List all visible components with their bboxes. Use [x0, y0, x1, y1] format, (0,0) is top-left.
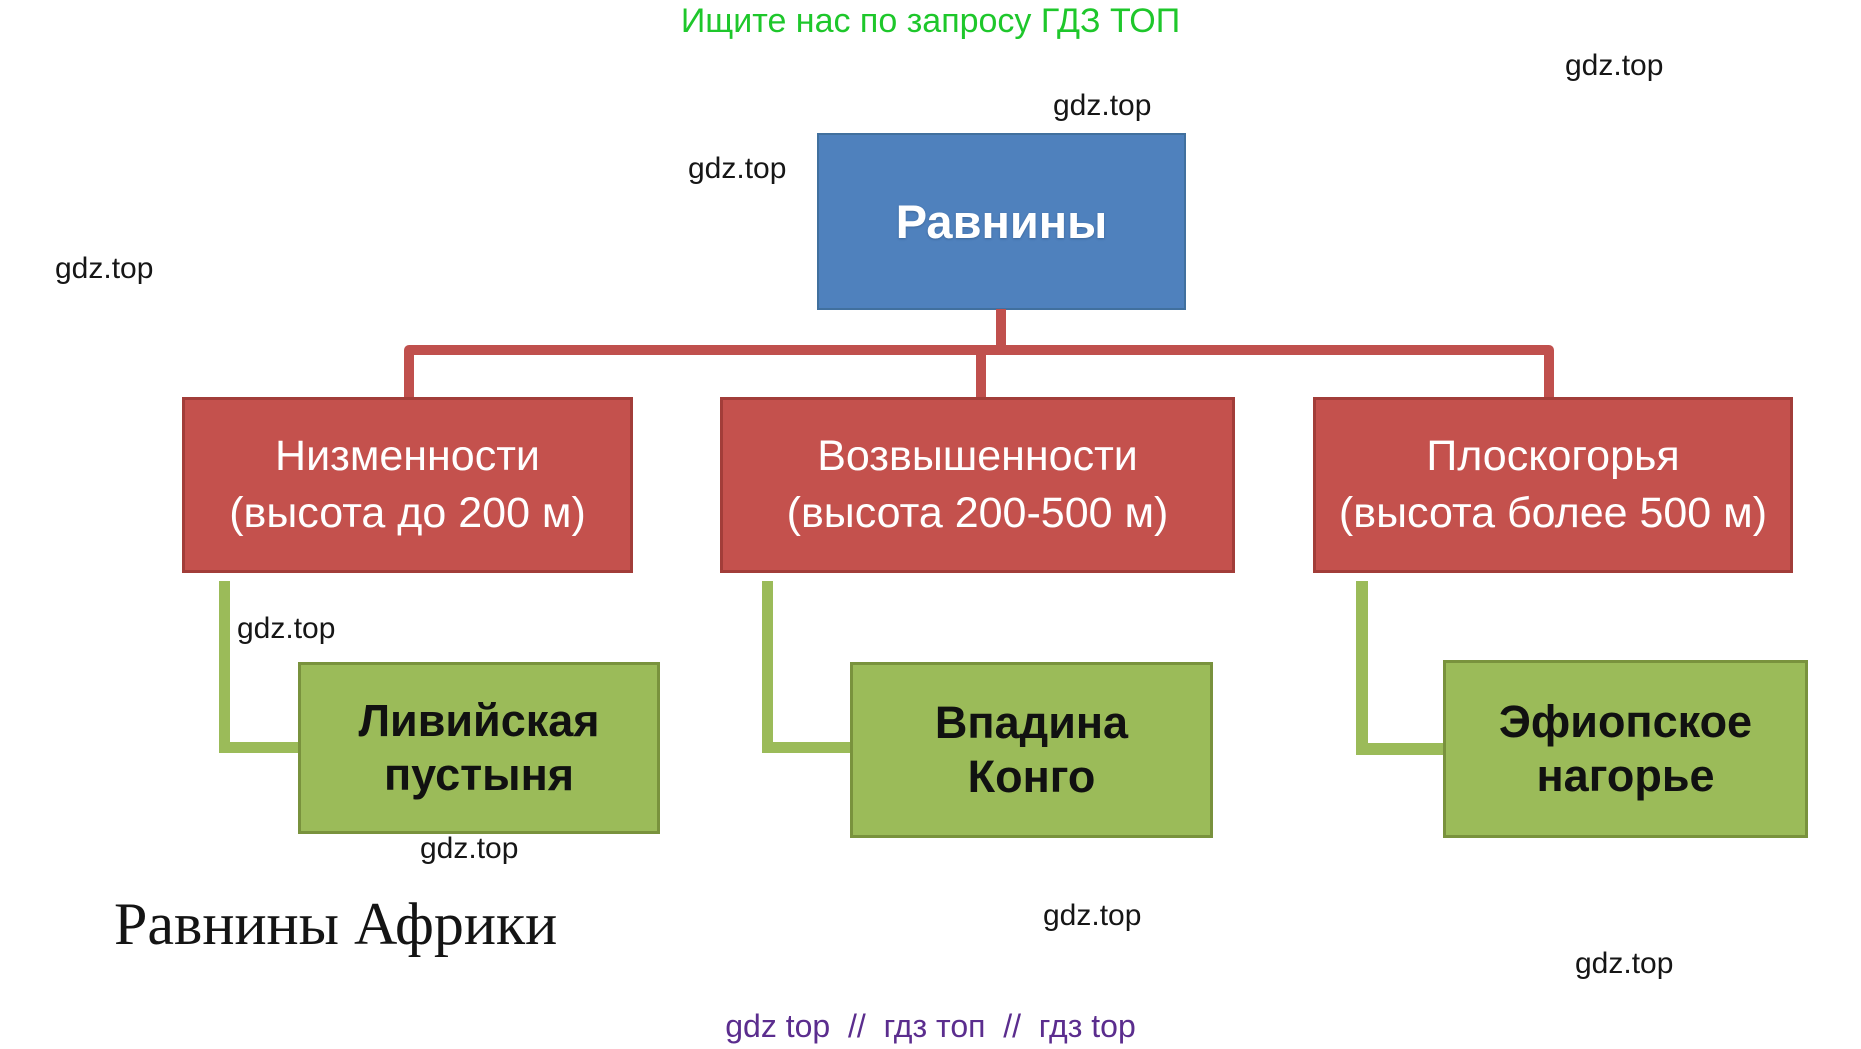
- watermark-gdz-top: gdz.top: [237, 612, 336, 645]
- connector-uplands-example-vertical: [762, 581, 773, 753]
- watermark-gdz-top: gdz.top: [1043, 899, 1142, 932]
- leaf-box-libyan-desert: Ливийская пустыня: [298, 662, 660, 834]
- root-node-plains: Равнины: [817, 133, 1186, 310]
- category-box-plateaus: Плоскогорья (высота более 500 м): [1313, 397, 1793, 573]
- leaf-box-congo-basin: Впадина Конго: [850, 662, 1213, 838]
- watermark-gdz-top: gdz.top: [55, 252, 154, 285]
- connector-plateaus-example-horizontal: [1356, 743, 1444, 755]
- promo-header-text: Ищите нас по запросу ГДЗ ТОП: [680, 2, 1181, 40]
- connector-uplands-example-horizontal: [762, 742, 851, 753]
- category-subtitle: (высота более 500 м): [1338, 489, 1768, 537]
- connector-drop-lowlands: [404, 350, 414, 398]
- category-title: Возвышенности: [817, 432, 1138, 480]
- connector-root-stub: [996, 309, 1006, 350]
- category-subtitle: (высота 200-500 м): [786, 489, 1169, 537]
- root-node-label: Равнины: [895, 195, 1108, 248]
- category-subtitle: (высота до 200 м): [229, 489, 586, 537]
- category-title: Плоскогорья: [1426, 432, 1680, 480]
- leaf-label: Впадина Конго: [934, 697, 1129, 802]
- connector-lowlands-example-vertical: [219, 581, 230, 753]
- leaf-label: Ливийская пустыня: [358, 695, 600, 800]
- leaf-box-ethiopian-highlands: Эфиопское нагорье: [1443, 660, 1808, 838]
- image-caption: Равнины Африки: [114, 891, 558, 957]
- watermark-gdz-top: gdz.top: [1575, 947, 1674, 980]
- connector-lowlands-example-horizontal: [219, 742, 299, 753]
- promo-footer-text: gdz top // гдз топ // гдз top: [725, 1008, 1136, 1044]
- watermark-gdz-top: gdz.top: [688, 152, 787, 185]
- leaf-label: Эфиопское нагорье: [1498, 696, 1753, 801]
- category-box-lowlands: Низменности (высота до 200 м): [182, 397, 633, 573]
- watermark-gdz-top: gdz.top: [1053, 89, 1152, 122]
- watermark-gdz-top: gdz.top: [1565, 49, 1664, 82]
- category-box-uplands: Возвышенности (высота 200-500 м): [720, 397, 1235, 573]
- connector-drop-plateaus: [1544, 350, 1554, 398]
- connector-plateaus-example-vertical: [1356, 581, 1368, 755]
- watermark-gdz-top: gdz.top: [420, 832, 519, 865]
- connector-drop-uplands: [976, 350, 986, 398]
- category-title: Низменности: [275, 432, 540, 480]
